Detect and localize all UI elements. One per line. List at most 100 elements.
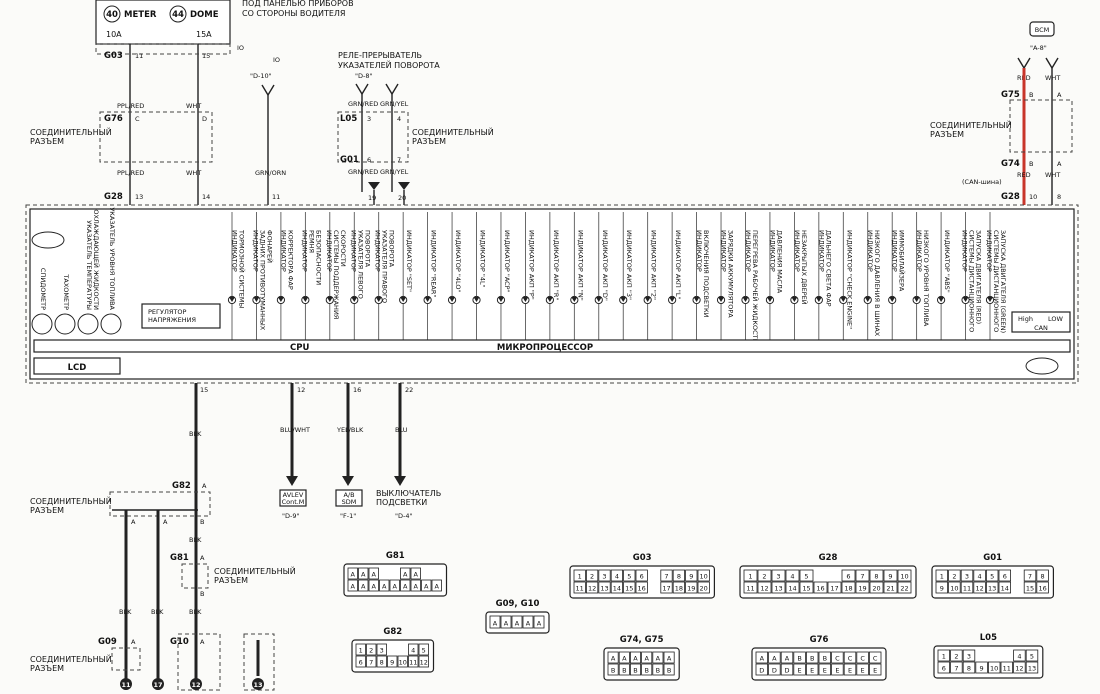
indicator-label: ИНДИКАТОР [744, 230, 752, 272]
fuse-meter-name: METER [124, 10, 157, 20]
pin-cell: 9 [980, 665, 984, 673]
connector-caption: СОЕДИНИТЕЛЬНЫЙ [930, 119, 1012, 130]
pin-cell: 21 [886, 585, 894, 593]
pin-cell: 7 [1028, 573, 1032, 581]
pin-cell: A [656, 655, 661, 663]
indicator-label: ЗАПУСКА ДВИГАТЕЛЯ (RED) [975, 230, 983, 324]
wire-color-label: BLK [151, 608, 164, 616]
indicator-label: ВКЛЮЧЕНИЯ ПОДСВЕТКИ [702, 230, 710, 318]
pin-label: A [1057, 91, 1062, 99]
indicator-label: РЕМНЯ [307, 230, 315, 253]
indicator-lamp: ИНДИКАТОР АКП "P" [521, 212, 535, 340]
bcm-module: BCM "A-8" RED WHT G75 B A СОЕДИНИТЕЛЬНЫЙ… [930, 21, 1073, 205]
indicator-label: ТОРМОЗНОЙ СИСТЕМЫ [238, 229, 247, 308]
pin-cell: 2 [954, 653, 958, 661]
indicator-label: ИНДИКАТОР [374, 230, 382, 272]
wire-color-label: BLK [189, 430, 202, 438]
relay-caption: УКАЗАТЕЛЕЙ ПОВОРОТА [338, 59, 440, 70]
ground-number: 13 [253, 681, 262, 689]
pin-cell: 15 [625, 585, 633, 593]
cluster-icon [1025, 357, 1059, 375]
pin-label: A [202, 482, 207, 490]
pin-cell: 12 [975, 585, 983, 593]
pin-label: 10 [1029, 193, 1037, 201]
pin-label: A [200, 638, 205, 646]
pin-cell: 12 [588, 585, 596, 593]
indicator-label: ИНДИКАТОР АКП "L" [674, 230, 682, 299]
pin-cell: 14 [788, 585, 796, 593]
pin-cell: 18 [675, 585, 683, 593]
pin-cell: E [873, 667, 877, 675]
connector-view-title: G28 [819, 553, 838, 563]
pin-cell: 9 [888, 573, 892, 581]
indicator-label: ИНДИКАТОР [891, 230, 899, 272]
pin-cell: B [622, 667, 626, 675]
connector-g82-label: G82 [172, 481, 191, 491]
indicator-label: ИНДИКАТОР [866, 230, 874, 272]
connector-caption: РАЗЪЕМ [30, 506, 64, 515]
pin-label: 15 [200, 386, 208, 394]
wire-color-label: BLK [119, 608, 132, 616]
pin-cell: 5 [422, 647, 426, 655]
indicator-label: ИНДИКАТОР [695, 230, 703, 272]
indicator-label: ИНДИКАТОР "4L" [479, 230, 487, 288]
pin-cell: A [372, 571, 377, 579]
connector-g74-label: G74 [1001, 159, 1020, 169]
pin-cell: 1 [942, 653, 946, 661]
relay-caption: РЕЛЕ-ПРЕРЫВАТЕЛЬ [338, 51, 422, 60]
indicator-label: ИНДИКАТОР [915, 230, 923, 272]
pin-cell: C [873, 655, 878, 663]
indicator-label: ИНДИКАТОР АКП "R" [552, 230, 560, 300]
pin-cell: D [784, 667, 789, 675]
indicator-label: ЗАРЯДКИ АККУМУЛЯТОРА [727, 230, 735, 318]
pin-cell: 3 [965, 573, 969, 581]
pin-cell: 17 [830, 585, 838, 593]
pin-cell: 13 [988, 585, 996, 593]
pin-cell: A [772, 655, 777, 663]
gauge-dial [54, 313, 76, 335]
pin-cell: 1 [940, 573, 944, 581]
indicator-lamp: ИНДИКАТОР АКП "N" [570, 212, 584, 340]
pin-cell: 9 [390, 659, 394, 667]
pin-cell: 1 [359, 647, 363, 655]
fuse-box: 40 METER 10A 44 DOME 15A ПОД ПАНЕЛЬЮ ПРИ… [95, 0, 354, 45]
connector-view-title: G76 [810, 635, 829, 645]
pin-cell: 9 [689, 573, 693, 581]
indicator-label: ИНДИКАТОР АКП "3" [625, 230, 633, 300]
gauge-label: УКАЗАТЕЛЬ УРОВНЯ ТОПЛИВА [108, 207, 116, 310]
wire-color-label: GRN/RED [348, 100, 378, 108]
gauge: ТАХОМЕТР [54, 273, 76, 335]
pin-cell: 14 [1001, 585, 1009, 593]
pin-cell: 7 [860, 573, 864, 581]
pin-cell: A [537, 620, 542, 628]
wire-color-label: GRN/YEL [380, 168, 409, 176]
connector-g81-label: G81 [170, 553, 189, 563]
pin-label: 11 [272, 193, 280, 201]
pin-cell: 9 [940, 585, 944, 593]
pin-cell: 8 [677, 573, 681, 581]
ground-number: 17 [153, 681, 162, 689]
pin-cell: A [361, 583, 366, 591]
gauge-label: ОХЛАЖДАЮЩЕЙ ЖИДКОСТИ [92, 209, 101, 310]
indicator-label: УКАЗАТЕЛЯ ПРАВОГО [381, 230, 389, 303]
indicator-label: ПЕРЕГРЕВА РАБОЧЕЙ ЖИДКОСТИ [751, 230, 760, 344]
pin-cell: A [361, 571, 366, 579]
connector-view-title: G01 [983, 553, 1002, 563]
fuse-dome-amp: 15A [196, 30, 212, 39]
